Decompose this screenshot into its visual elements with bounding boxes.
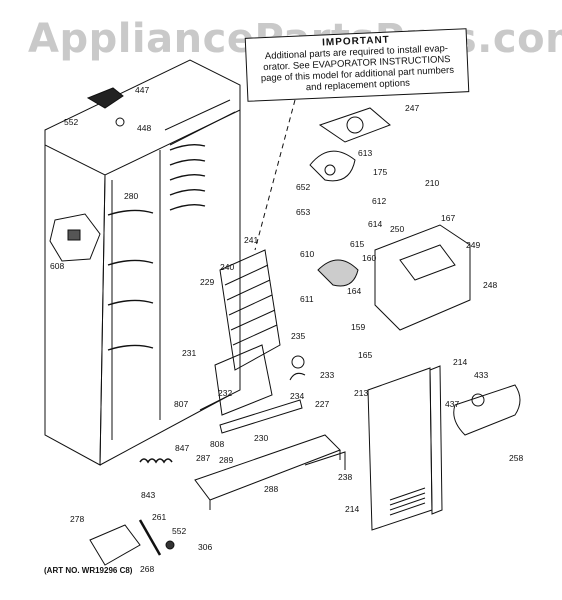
plate-part	[318, 107, 391, 143]
part-label-552: 552	[172, 526, 187, 536]
heater-part	[291, 355, 305, 369]
part-label-437: 437	[445, 399, 460, 409]
part-label-289: 289	[219, 455, 234, 465]
part-label-287: 287	[196, 453, 211, 463]
spring-part	[139, 458, 173, 464]
part-label-230: 230	[254, 433, 269, 443]
part-label-280: 280	[124, 191, 139, 201]
wire-part	[304, 451, 346, 470]
part-label-214: 214	[453, 357, 468, 367]
part-label-808: 808	[210, 439, 225, 449]
part-label-227: 227	[315, 399, 330, 409]
part-label-843: 843	[141, 490, 156, 500]
hinge-bracket	[89, 524, 141, 566]
part-label-214: 214	[345, 504, 360, 514]
part-label-235: 235	[291, 331, 306, 341]
part-label-165: 165	[358, 350, 373, 360]
shaft-part	[138, 519, 162, 556]
evaporator-coil	[219, 249, 281, 371]
light-housing	[453, 384, 521, 436]
part-label-159: 159	[351, 322, 366, 332]
part-label-248: 248	[483, 280, 498, 290]
part-label-807: 807	[174, 399, 189, 409]
cabinet-shelves	[107, 143, 206, 351]
part-label-288: 288	[264, 484, 279, 494]
strip-part	[429, 365, 443, 515]
part-label-233: 233	[320, 370, 335, 380]
part-label-610: 610	[300, 249, 315, 259]
hinge-part	[86, 87, 124, 109]
dashed-leader	[254, 99, 296, 251]
part-label-847: 847	[175, 443, 190, 453]
fan-assembly	[309, 150, 359, 287]
cabinet-body	[44, 59, 241, 466]
evaporator-cover	[214, 344, 273, 416]
back-panel	[367, 367, 433, 531]
screw-part	[115, 117, 125, 127]
part-label-447: 447	[135, 85, 150, 95]
part-label-250: 250	[390, 224, 405, 234]
part-label-167: 167	[441, 213, 456, 223]
part-label-278: 278	[70, 514, 85, 524]
part-label-653: 653	[296, 207, 311, 217]
evaporator-note-box: IMPORTANT Additional parts are required …	[244, 28, 470, 102]
switch-part	[49, 213, 101, 262]
rail-part	[219, 399, 303, 434]
part-label-268: 268	[140, 564, 155, 574]
part-label-164: 164	[347, 286, 362, 296]
part-label-261: 261	[152, 512, 167, 522]
part-label-238: 238	[338, 472, 353, 482]
part-label-241: 241	[244, 235, 259, 245]
part-label-306: 306	[198, 542, 213, 552]
part-label-552: 552	[64, 117, 79, 127]
part-label-234: 234	[290, 391, 305, 401]
part-label-232: 232	[218, 388, 233, 398]
art-number: (ART NO. WR19296 C8)	[44, 566, 133, 575]
part-label-160: 160	[362, 253, 377, 263]
part-label-613: 613	[358, 148, 373, 158]
part-label-258: 258	[509, 453, 524, 463]
part-label-652: 652	[296, 182, 311, 192]
part-label-615: 615	[350, 239, 365, 249]
part-label-247: 247	[405, 103, 420, 113]
part-label-614: 614	[368, 219, 383, 229]
part-label-448: 448	[137, 123, 152, 133]
control-housing	[374, 224, 471, 331]
part-label-611: 611	[300, 294, 314, 304]
part-label-612: 612	[372, 196, 387, 206]
part-label-608: 608	[50, 261, 65, 271]
part-label-249: 249	[466, 240, 481, 250]
part-label-210: 210	[425, 178, 440, 188]
part-label-231: 231	[182, 348, 197, 358]
part-label-240: 240	[220, 262, 235, 272]
part-label-175: 175	[373, 167, 388, 177]
part-label-229: 229	[200, 277, 215, 287]
part-label-433: 433	[474, 370, 489, 380]
part-label-213: 213	[354, 388, 369, 398]
